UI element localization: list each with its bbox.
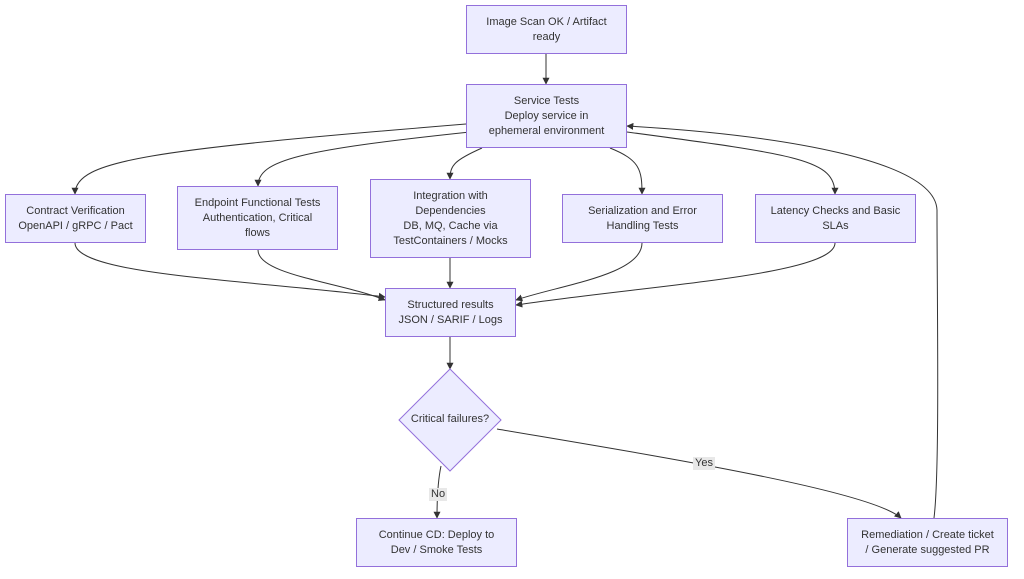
node-integration-label: Integration with Dependencies DB, MQ, Ca… xyxy=(393,189,508,247)
node-image-scan-label: Image Scan OK / Artifact ready xyxy=(486,15,607,43)
decision-label: Critical failures? xyxy=(410,413,490,425)
edge-contract-to-structured xyxy=(74,242,386,300)
decision-diamond xyxy=(398,368,502,472)
node-structured-results: Structured results JSON / SARIF / Logs xyxy=(385,288,516,337)
edge-service-to-integration xyxy=(446,147,483,180)
edge-service-to-latency xyxy=(626,131,839,195)
edge-decision-to-remediation xyxy=(496,428,902,519)
node-latency-label: Latency Checks and Basic SLAs xyxy=(770,204,901,232)
node-serialization: Serialization and Error Handling Tests xyxy=(562,194,723,243)
edge-service-to-endpoint xyxy=(254,131,471,187)
edge-remediation-to-service xyxy=(626,122,939,519)
node-remediation: Remediation / Create ticket / Generate s… xyxy=(847,518,1008,567)
node-serialization-label: Serialization and Error Handling Tests xyxy=(588,204,697,232)
node-contract-label: Contract Verification OpenAPI / gRPC / P… xyxy=(18,204,133,232)
edge-label-no: No xyxy=(429,488,448,501)
edge-serialization-to-structured xyxy=(515,242,643,302)
node-service-tests-label: Service Tests Deploy service in ephemera… xyxy=(488,94,605,137)
edge-service-to-serialization xyxy=(609,147,646,195)
edge-service-to-contract xyxy=(71,123,467,195)
node-integration: Integration with Dependencies DB, MQ, Ca… xyxy=(370,179,531,258)
node-structured-label: Structured results JSON / SARIF / Logs xyxy=(398,298,503,326)
node-continue-label: Continue CD: Deploy to Dev / Smoke Tests xyxy=(378,528,495,556)
edge-endpoint-to-structured xyxy=(257,249,386,301)
edge-label-yes: Yes xyxy=(693,457,715,470)
node-image-scan: Image Scan OK / Artifact ready xyxy=(466,5,627,54)
node-remediation-label: Remediation / Create ticket / Generate s… xyxy=(861,528,994,556)
node-endpoint-tests: Endpoint Functional Tests Authentication… xyxy=(177,186,338,250)
edge-latency-to-structured xyxy=(515,242,836,308)
node-continue-cd: Continue CD: Deploy to Dev / Smoke Tests xyxy=(356,518,517,567)
node-service-tests: Service Tests Deploy service in ephemera… xyxy=(466,84,627,148)
node-endpoint-label: Endpoint Functional Tests Authentication… xyxy=(194,196,321,239)
node-latency: Latency Checks and Basic SLAs xyxy=(755,194,916,243)
node-contract-verification: Contract Verification OpenAPI / gRPC / P… xyxy=(5,194,146,243)
